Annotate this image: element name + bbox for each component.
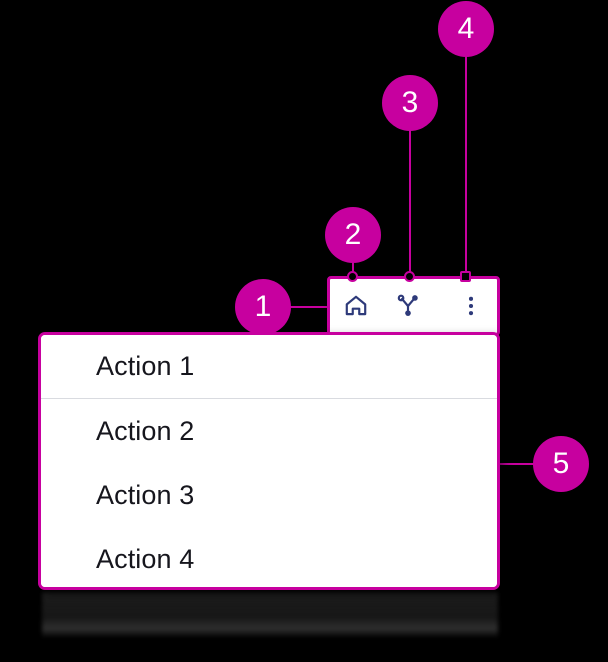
more-options-button[interactable] xyxy=(445,283,497,329)
callout-badge-4: 4 xyxy=(438,1,494,57)
menu-item-action-1[interactable]: Action 1 xyxy=(41,335,497,399)
callout-badge-2: 2 xyxy=(325,207,381,263)
share-button[interactable] xyxy=(382,283,434,329)
callout-connector-1 xyxy=(285,306,333,308)
home-icon xyxy=(343,293,369,319)
callout-connector-5 xyxy=(498,463,536,465)
menu-item-action-2[interactable]: Action 2 xyxy=(41,399,497,463)
callout-anchor-4 xyxy=(460,271,471,282)
share-branch-icon xyxy=(395,293,421,319)
dropdown-shadow xyxy=(42,592,498,638)
menu-item-action-4[interactable]: Action 4 xyxy=(41,527,497,587)
menu-item-action-3[interactable]: Action 3 xyxy=(41,463,497,527)
callout-badge-3: 3 xyxy=(382,75,438,131)
callout-badge-1: 1 xyxy=(235,279,291,335)
more-vertical-icon xyxy=(458,293,484,319)
callout-anchor-3 xyxy=(404,271,415,282)
home-button[interactable] xyxy=(330,283,382,329)
toolbar xyxy=(327,276,500,336)
callout-badge-5: 5 xyxy=(533,436,589,492)
dropdown-menu: Action 1 Action 2 Action 3 Action 4 xyxy=(38,332,500,590)
callout-connector-4 xyxy=(465,56,467,276)
callout-anchor-2 xyxy=(347,271,358,282)
callout-connector-3 xyxy=(409,130,411,276)
